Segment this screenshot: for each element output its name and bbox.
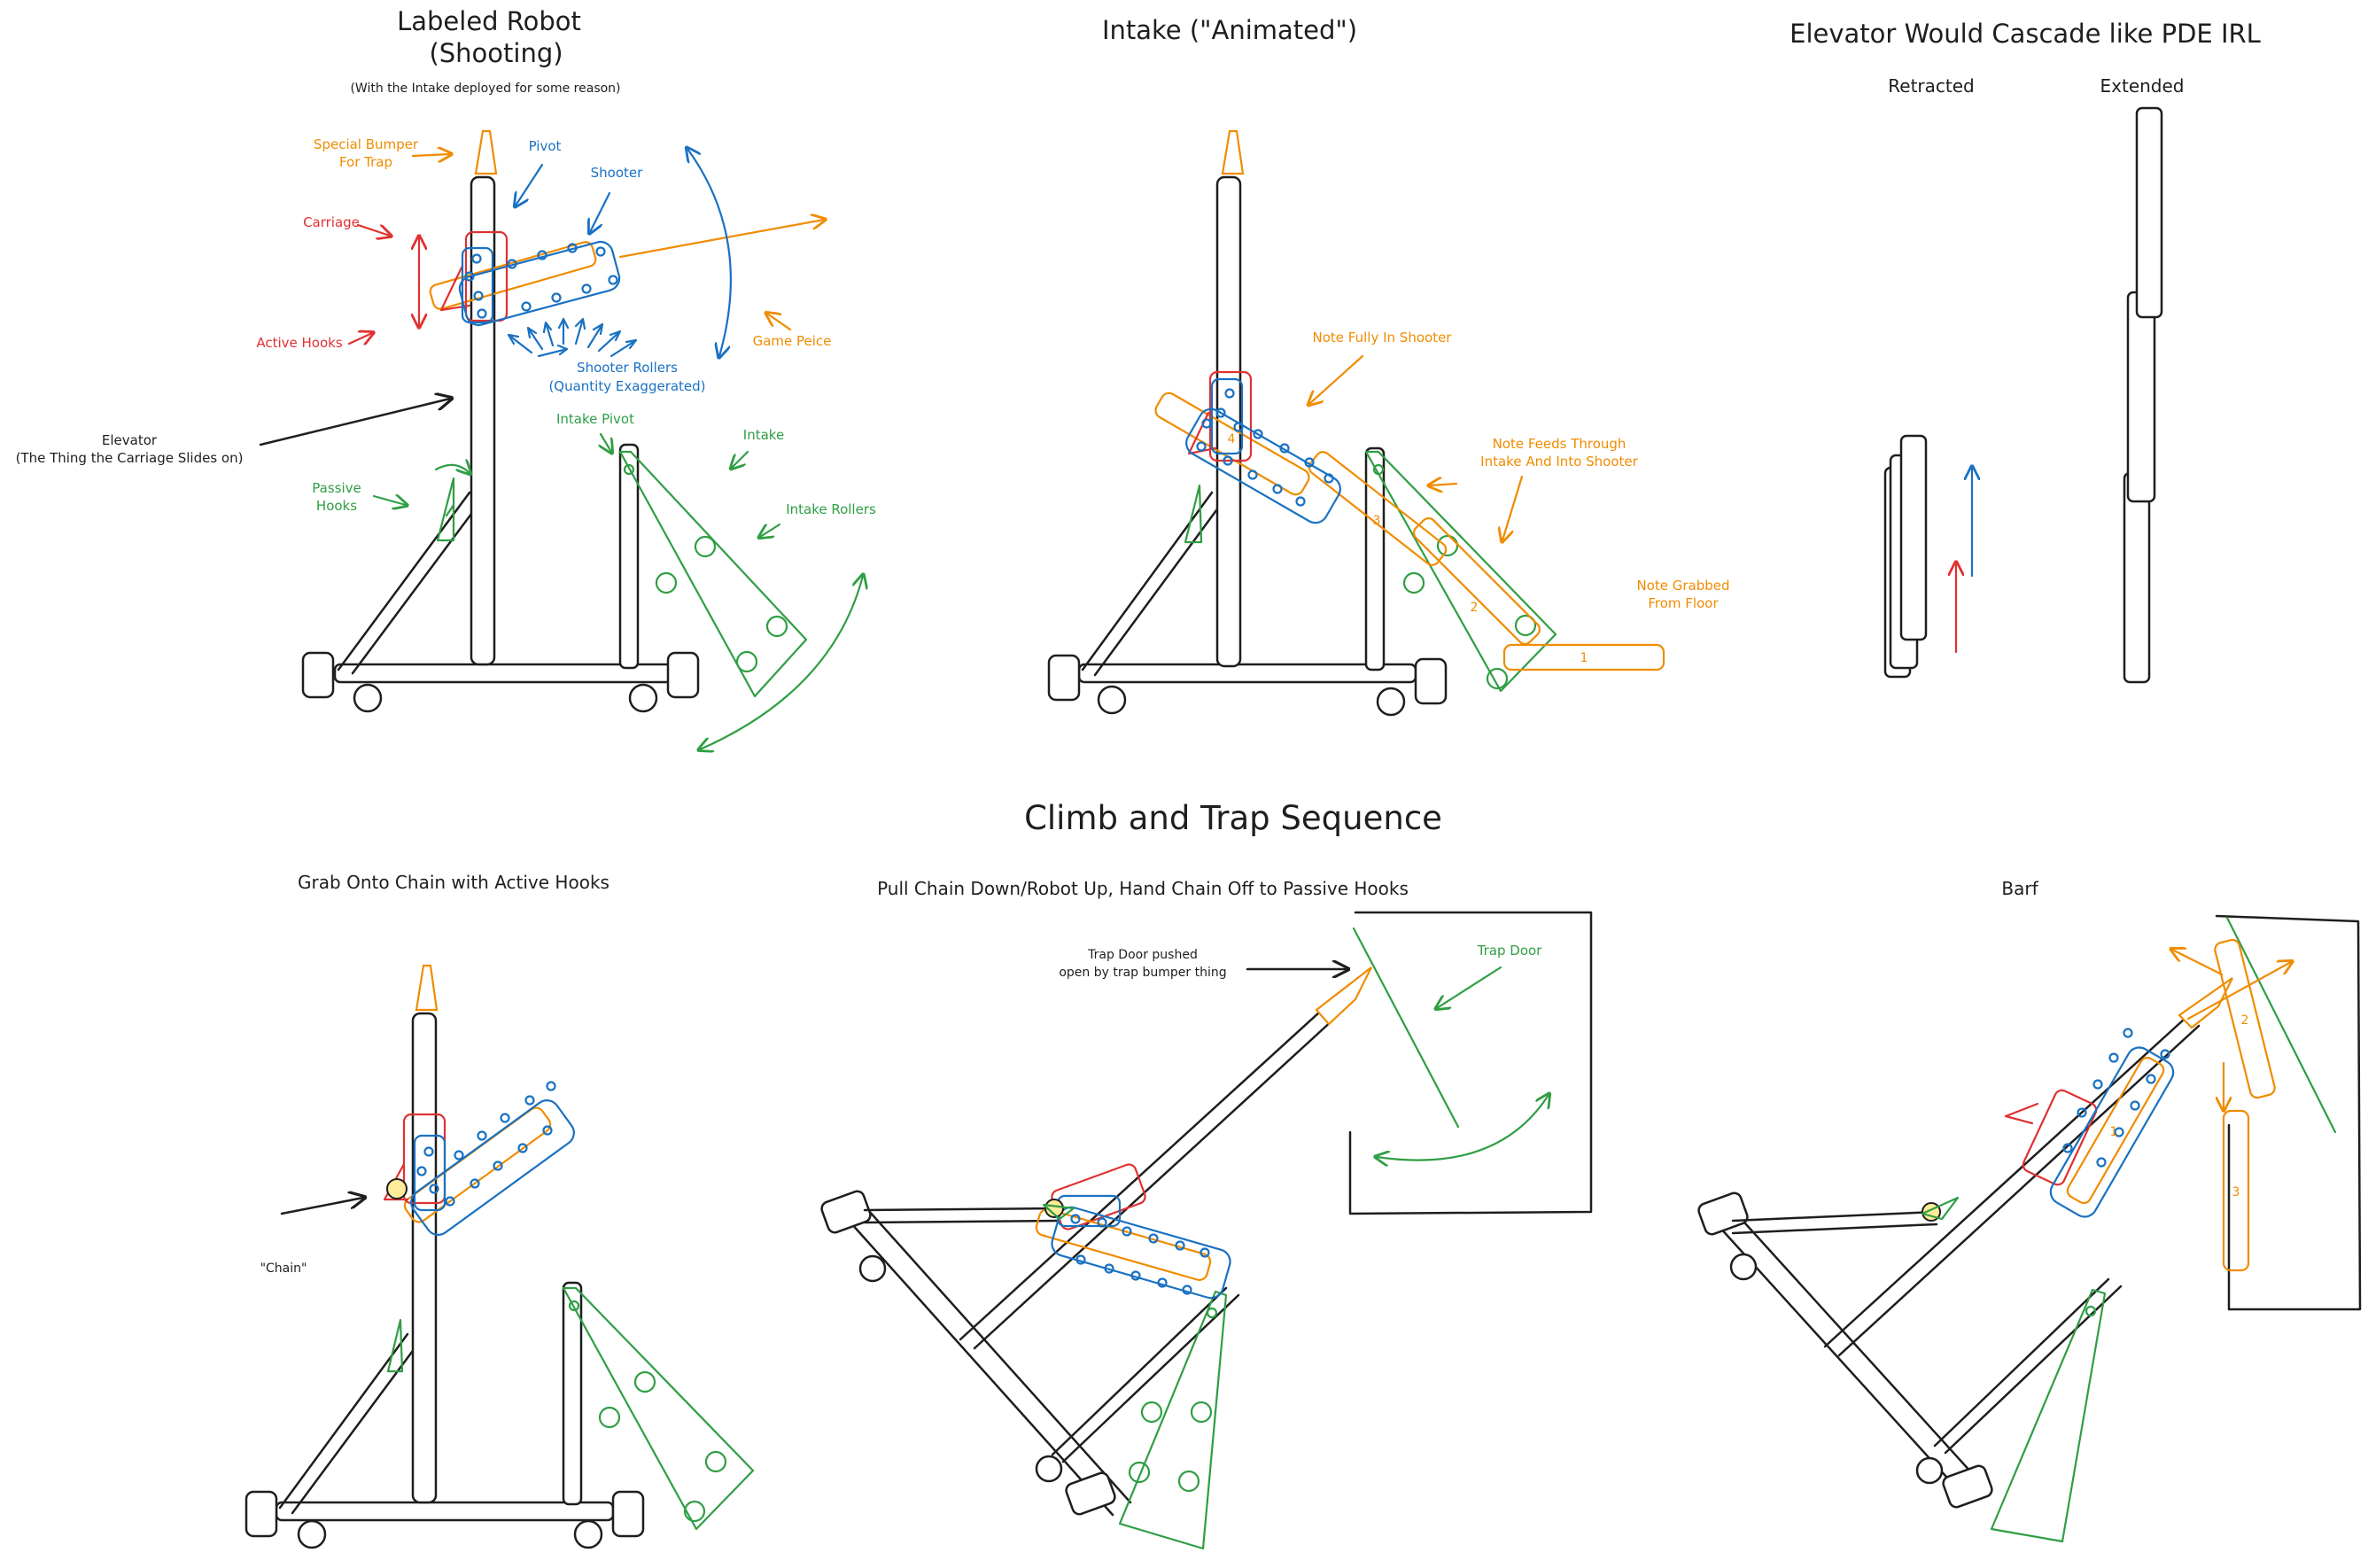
intake-pivot-pointer-arrow: [601, 434, 611, 452]
shot-trajectory-arrow: [620, 220, 824, 257]
label-shooter: Shooter: [591, 165, 643, 181]
note-number-4: 4: [1228, 432, 1236, 446]
intake-animated-title: Intake ("Animated"): [1102, 15, 1357, 45]
note-number-1: 1: [1580, 651, 1588, 665]
climb-step3-panel: Barf: [1696, 878, 2360, 1541]
label-active-hooks: Active Hooks: [256, 335, 342, 351]
label-trap-push-line2: open by trap bumper thing: [1059, 966, 1226, 980]
barf-up-arrow: [2172, 950, 2222, 974]
retracted-stage-stack: [1885, 436, 1926, 677]
robot3-intake-arm: [563, 1288, 753, 1529]
feeds-pointer-arrow-down: [1502, 477, 1522, 540]
label-trap-push-line1: Trap Door pushed: [1087, 948, 1198, 962]
shooter-pointer-arrow: [590, 193, 609, 232]
label-elevator-line2: (The Thing the Carriage Slides on): [16, 450, 244, 466]
elevator-cascade-panel: Elevator Would Cascade like PDE IRL Retr…: [1790, 19, 2261, 682]
labeled-robot-panel: Labeled Robot (Shooting) (With the Intak…: [16, 6, 876, 749]
label-passive-line1: Passive: [312, 480, 361, 496]
label-intake: Intake: [743, 427, 784, 443]
label-intake-rollers: Intake Rollers: [786, 501, 876, 517]
intake-rollers-pointer-arrow: [760, 524, 780, 537]
passive-hooks: [438, 478, 454, 540]
robot2-intake-arm: [1366, 452, 1556, 691]
label-trap-door: Trap Door: [1477, 943, 1543, 959]
shooter-pivot-swing-arrow: [687, 149, 731, 356]
robot-chassis: [303, 177, 698, 711]
extended-label: Extended: [2100, 75, 2185, 97]
label-feeds-line2: Intake And Into Shooter: [1480, 454, 1638, 470]
barf-note-number-3: 3: [2232, 1185, 2240, 1199]
retracted-label: Retracted: [1888, 75, 1974, 97]
climb-step2-panel: Pull Chain Down/Robot Up, Hand Chain Off…: [819, 878, 1591, 1549]
label-elevator-line1: Elevator: [102, 432, 158, 448]
barf-note-number-2: 2: [2241, 1013, 2249, 1028]
label-passive-line2: Hooks: [316, 498, 357, 514]
label-game-piece: Game Peice: [753, 333, 832, 349]
robot3-bumper: [416, 966, 437, 1010]
elevator-pointer-arrow: [260, 399, 450, 445]
barf-launch-arrow: [2188, 962, 2291, 1019]
label-bumper-line2: For Trap: [339, 154, 392, 170]
intake-swing-arrow: [700, 576, 863, 749]
robot4-bumper: [1316, 967, 1371, 1024]
trap-bumper: [476, 131, 496, 174]
robot4-intake-arm: [1120, 1292, 1226, 1549]
label-carriage: Carriage: [303, 214, 360, 230]
note-number-2: 2: [1471, 601, 1479, 615]
game-piece-pointer-arrow: [767, 314, 790, 330]
passive-hooks-pointer-arrow: [374, 496, 406, 505]
barf-note-number-1: 1: [2110, 1125, 2118, 1139]
intake-animated-panel: Intake ("Animated") 1 2 3: [1049, 15, 1730, 715]
passive-hooks-curl-arrow: [436, 465, 470, 473]
label-fully-in: Note Fully In Shooter: [1313, 330, 1453, 345]
chain-marker: [387, 1179, 407, 1199]
label-rollers-line1: Shooter Rollers: [577, 360, 678, 376]
robot2-chassis: [1049, 177, 1446, 715]
label-grabbed-line1: Note Grabbed: [1636, 578, 1729, 594]
robot5-intake-arm: [1991, 1290, 2105, 1541]
carriage-pointer-arrow: [358, 225, 390, 236]
robot4-shooter: [1049, 1196, 1233, 1300]
chain-pointer-arrow: [282, 1198, 363, 1214]
intake-pointer-arrow: [732, 452, 748, 468]
bumper-pointer-arrow: [413, 154, 450, 156]
feeds-pointer-arrow-left: [1430, 484, 1456, 485]
climb-step1-panel: Grab Onto Chain with Active Hooks: [246, 872, 753, 1548]
labeled-robot-subtitle: (With the Intake deployed for some reaso…: [350, 82, 620, 96]
chain-label: "Chain": [260, 1261, 307, 1276]
labeled-robot-title-line2: (Shooting): [429, 38, 563, 68]
label-feeds-line1: Note Feeds Through: [1493, 436, 1627, 452]
robot3-chassis: [246, 1013, 643, 1548]
trap-door-pointer-arrow: [1437, 967, 1501, 1008]
pivot-pointer-arrow: [516, 165, 542, 206]
robot4-tilted: [819, 1012, 1334, 1516]
extended-stage-stack: [2124, 108, 2162, 682]
label-intake-pivot: Intake Pivot: [556, 411, 634, 427]
label-rollers-line2: (Quantity Exaggerated): [548, 378, 705, 394]
label-pivot: Pivot: [529, 138, 562, 154]
active-hooks-pointer-arrow: [349, 333, 372, 344]
trap-enclosure: [1350, 912, 1591, 1214]
climb-step2-title: Pull Chain Down/Robot Up, Hand Chain Off…: [877, 878, 1409, 899]
climb-sequence-title: Climb and Trap Sequence: [1024, 799, 1442, 837]
robot2-bumper: [1223, 131, 1243, 174]
label-grabbed-line2: From Floor: [1648, 595, 1719, 611]
labeled-robot-title-line1: Labeled Robot: [397, 6, 581, 36]
shooter-roller-arrows: [509, 319, 636, 356]
climb-step1-title: Grab Onto Chain with Active Hooks: [298, 872, 609, 893]
climb-step3-title: Barf: [2001, 878, 2038, 899]
label-bumper-line1: Special Bumper: [314, 136, 419, 152]
elevator-cascade-title: Elevator Would Cascade like PDE IRL: [1790, 19, 2261, 49]
trap-door-swing-arrow: [1377, 1095, 1549, 1160]
barf-trap-enclosure: [2217, 916, 2360, 1309]
note-number-3: 3: [1373, 514, 1381, 528]
fully-in-pointer-arrow: [1309, 356, 1363, 404]
intake-arm: [620, 452, 806, 696]
robot5-active-hooks: [2006, 1104, 2038, 1123]
